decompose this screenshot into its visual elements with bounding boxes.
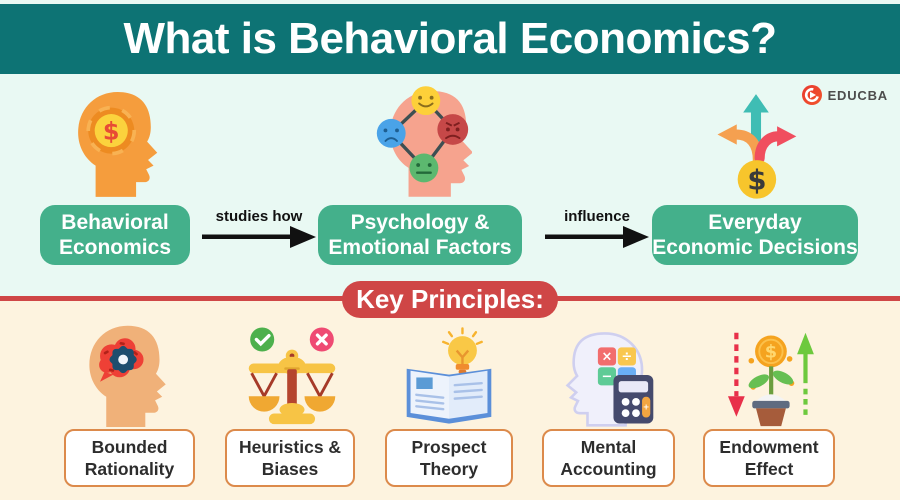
- node-label-line1: Psychology &: [350, 211, 490, 234]
- flow-node-psychology-factors: Psychology & Emotional Factors: [318, 205, 522, 265]
- key-principles-heading: Key Principles:: [342, 281, 558, 318]
- branching-arrows-coin-icon: $: [712, 92, 800, 204]
- principle-line2: Biases: [261, 459, 319, 479]
- check-icon: [250, 327, 275, 352]
- brain-gear-head-icon: [76, 324, 172, 432]
- key-principles-heading-text: Key Principles:: [356, 284, 544, 314]
- coin-dollar-glyph: $: [747, 164, 766, 196]
- principle-line2: Theory: [419, 459, 479, 479]
- flow-node-economic-decisions: Everyday Economic Decisions: [652, 205, 858, 265]
- arrow-right-icon: [202, 226, 316, 248]
- book-lightbulb-svg: [406, 327, 492, 424]
- head-calculator-icon: × ÷ − +: [562, 330, 658, 432]
- principle-label-mental-accounting: Mental Accounting: [542, 429, 675, 487]
- minus-glyph: −: [602, 369, 613, 384]
- connector-label: studies how: [215, 208, 303, 225]
- balance-scale-icon: [238, 327, 346, 432]
- principle-line1: Prospect: [411, 437, 487, 457]
- principle-line1: Endowment: [719, 437, 819, 457]
- node-label-line1: Everyday: [708, 211, 802, 234]
- coin-dollar-glyph: $: [765, 342, 777, 362]
- title-banner: What is Behavioral Economics?: [0, 4, 900, 74]
- book-lightbulb-icon: [399, 326, 499, 432]
- principle-line1: Bounded: [91, 437, 168, 457]
- node-label-line2: Emotional Factors: [328, 236, 512, 259]
- page-title: What is Behavioral Economics?: [123, 14, 778, 63]
- branching-arrows-coin-svg: $: [717, 94, 797, 199]
- node-label-line2: Economic Decisions: [652, 236, 858, 259]
- plant-coin-arrows-svg: $: [727, 332, 814, 427]
- calculator-icon: +: [613, 375, 654, 424]
- balance-scale-svg: [248, 327, 336, 425]
- plus-glyph: +: [643, 403, 650, 412]
- principle-line1: Heuristics &: [238, 437, 342, 457]
- principle-line2: Effect: [744, 459, 794, 479]
- head-emotions-svg: [376, 86, 473, 197]
- head-emotions-icon: [372, 85, 473, 202]
- arrow-right-icon: [545, 226, 649, 248]
- principle-line1: Mental: [580, 437, 637, 457]
- gear-icon: [109, 345, 137, 374]
- node-label-line1: Behavioral: [61, 211, 169, 234]
- flow-node-behavioral-economics: Behavioral Economics: [40, 205, 190, 265]
- connector-studies-how: studies how: [202, 208, 316, 249]
- plant-coin-arrows-icon: $: [721, 329, 819, 433]
- head-coin-svg: $: [78, 91, 158, 197]
- connector-influence: influence: [545, 208, 649, 249]
- head-coin-icon: $: [68, 90, 160, 202]
- brand-name: EDUCBA: [827, 87, 888, 103]
- brand-logo: EDUCBA: [801, 84, 888, 106]
- principle-label-prospect-theory: Prospect Theory: [385, 429, 513, 487]
- brain-gear-head-svg: [89, 325, 166, 427]
- educba-logo-icon: [801, 85, 822, 105]
- coin-dollar-glyph: $: [103, 118, 120, 146]
- principle-line2: Rationality: [84, 459, 175, 479]
- connector-label: influence: [564, 208, 630, 225]
- principle-line2: Accounting: [560, 459, 657, 479]
- divide-glyph: ÷: [621, 349, 632, 364]
- principle-label-heuristics-biases: Heuristics & Biases: [225, 429, 355, 487]
- principle-label-bounded-rationality: Bounded Rationality: [64, 429, 195, 487]
- head-calculator-svg: × ÷ − +: [565, 332, 654, 427]
- node-label-line2: Economics: [58, 236, 172, 259]
- multiply-glyph: ×: [602, 349, 613, 364]
- principle-label-endowment-effect: Endowment Effect: [703, 429, 835, 487]
